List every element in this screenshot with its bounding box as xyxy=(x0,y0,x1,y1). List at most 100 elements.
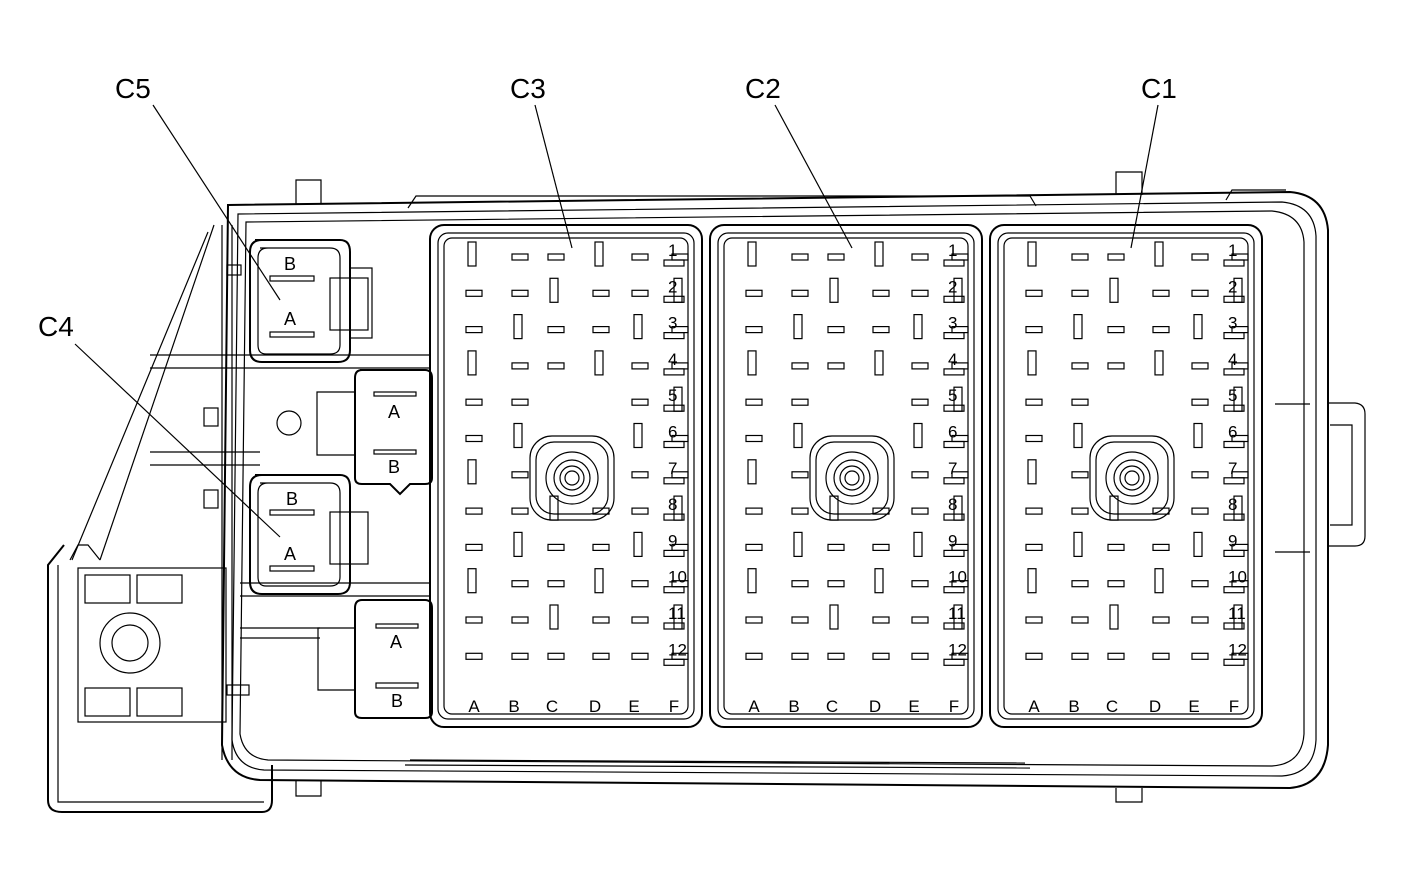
terminal-cavity xyxy=(793,531,803,558)
row-label: 2 xyxy=(948,277,957,296)
terminal-cavity xyxy=(1193,422,1203,449)
row-label: 2 xyxy=(1228,277,1237,296)
terminal-cavity xyxy=(1152,507,1170,515)
terminal-cavity xyxy=(631,362,649,370)
terminal-cavity xyxy=(511,471,529,479)
column-label: E xyxy=(628,697,639,716)
terminal-cavity xyxy=(467,350,477,376)
column-label: F xyxy=(669,697,679,716)
terminal-cavity xyxy=(745,326,763,334)
terminal-cavity xyxy=(547,652,565,660)
column-label: C xyxy=(1106,697,1118,716)
column-label: D xyxy=(1149,697,1161,716)
relay-lower-bottom-label: B xyxy=(391,691,403,711)
column-label: E xyxy=(908,697,919,716)
terminal-cavity xyxy=(827,580,845,588)
terminal-cavity xyxy=(791,507,809,515)
terminal-cavity xyxy=(745,434,763,443)
column-label: F xyxy=(1229,697,1239,716)
terminal-cavity xyxy=(829,495,839,521)
terminal-cavity xyxy=(1107,543,1125,552)
terminal-cavity xyxy=(1073,531,1083,558)
row-label: 4 xyxy=(1228,350,1237,369)
terminal-cavity xyxy=(827,326,845,334)
terminal-cavity xyxy=(1107,362,1125,370)
terminal-cavity xyxy=(793,422,803,449)
jack-screw-boss xyxy=(529,435,615,521)
terminal-cavity xyxy=(1193,314,1203,340)
terminal-cavity xyxy=(745,398,763,406)
terminal-cavity xyxy=(1025,652,1043,660)
row-label: 2 xyxy=(668,277,677,296)
terminal-cavity xyxy=(631,507,649,515)
terminal-cavity xyxy=(793,314,803,340)
row-label: 12 xyxy=(668,640,687,659)
terminal-cavity xyxy=(633,314,643,340)
callout-c4: C4 xyxy=(38,311,74,342)
terminal-cavity xyxy=(874,241,884,267)
terminal-cavity xyxy=(745,289,763,297)
terminal-cavity xyxy=(791,253,809,261)
terminal-cavity xyxy=(1191,616,1209,624)
terminal-cavity xyxy=(1027,350,1037,376)
terminal-cavity xyxy=(1154,568,1164,594)
terminal-cavity xyxy=(547,253,565,261)
callout-c2: C2 xyxy=(745,73,781,104)
terminal-cavity xyxy=(511,362,529,370)
terminal-cavity xyxy=(745,652,763,660)
terminal-cavity xyxy=(465,652,483,660)
connector-c4: B A xyxy=(249,474,369,595)
terminal-cavity xyxy=(791,652,809,660)
terminal-cavity xyxy=(549,495,559,521)
terminal-cavity xyxy=(872,652,890,660)
connector-c5: B A xyxy=(249,239,373,363)
terminal-cavity xyxy=(1071,398,1089,406)
terminal-cavity xyxy=(465,398,483,406)
row-label: 8 xyxy=(1228,495,1237,514)
row-label: 5 xyxy=(948,386,957,405)
terminal-cavity xyxy=(872,326,890,334)
terminal-cavity xyxy=(872,616,890,624)
column-label: B xyxy=(1068,697,1079,716)
terminal-cavity xyxy=(911,616,929,624)
column-label: F xyxy=(949,697,959,716)
relay-cavity-upper: A B xyxy=(316,369,433,496)
terminal-cavity xyxy=(1071,616,1089,624)
terminal-cavity xyxy=(1191,398,1209,406)
terminal-cavity xyxy=(1109,277,1119,303)
terminal-cavity xyxy=(547,580,565,588)
c4-cavity-top-label: B xyxy=(286,489,298,509)
terminal-cavity xyxy=(1027,459,1037,485)
terminal-cavity xyxy=(633,531,643,558)
terminal-cavity xyxy=(465,289,483,297)
terminal-cavity xyxy=(1025,543,1043,552)
terminal-cavity xyxy=(513,422,523,449)
callout-c1: C1 xyxy=(1141,73,1177,104)
terminal-cavity xyxy=(1193,531,1203,558)
terminal-cavity xyxy=(1071,289,1089,297)
terminal-cavity xyxy=(592,652,610,660)
terminal-cavity xyxy=(1071,471,1089,479)
terminal-cavity xyxy=(511,253,529,261)
terminal-cavity xyxy=(592,289,610,297)
row-label: 10 xyxy=(1228,568,1247,587)
column-label: D xyxy=(869,697,881,716)
terminal-cavity xyxy=(547,543,565,552)
terminal-cavity xyxy=(465,507,483,515)
terminal-cavity xyxy=(913,422,923,449)
terminal-cavity xyxy=(631,471,649,479)
row-label: 1 xyxy=(668,241,677,260)
terminal-cavity xyxy=(547,362,565,370)
terminal-cavity xyxy=(1191,580,1209,588)
terminal-cavity xyxy=(549,604,559,630)
terminal-cavity xyxy=(1191,289,1209,297)
terminal-cavity xyxy=(592,507,610,515)
terminal-cavity xyxy=(592,543,610,552)
terminal-cavity xyxy=(827,362,845,370)
column-label: D xyxy=(589,697,601,716)
row-label: 6 xyxy=(948,423,957,442)
column-label: C xyxy=(546,697,558,716)
terminal-cavity xyxy=(911,507,929,515)
